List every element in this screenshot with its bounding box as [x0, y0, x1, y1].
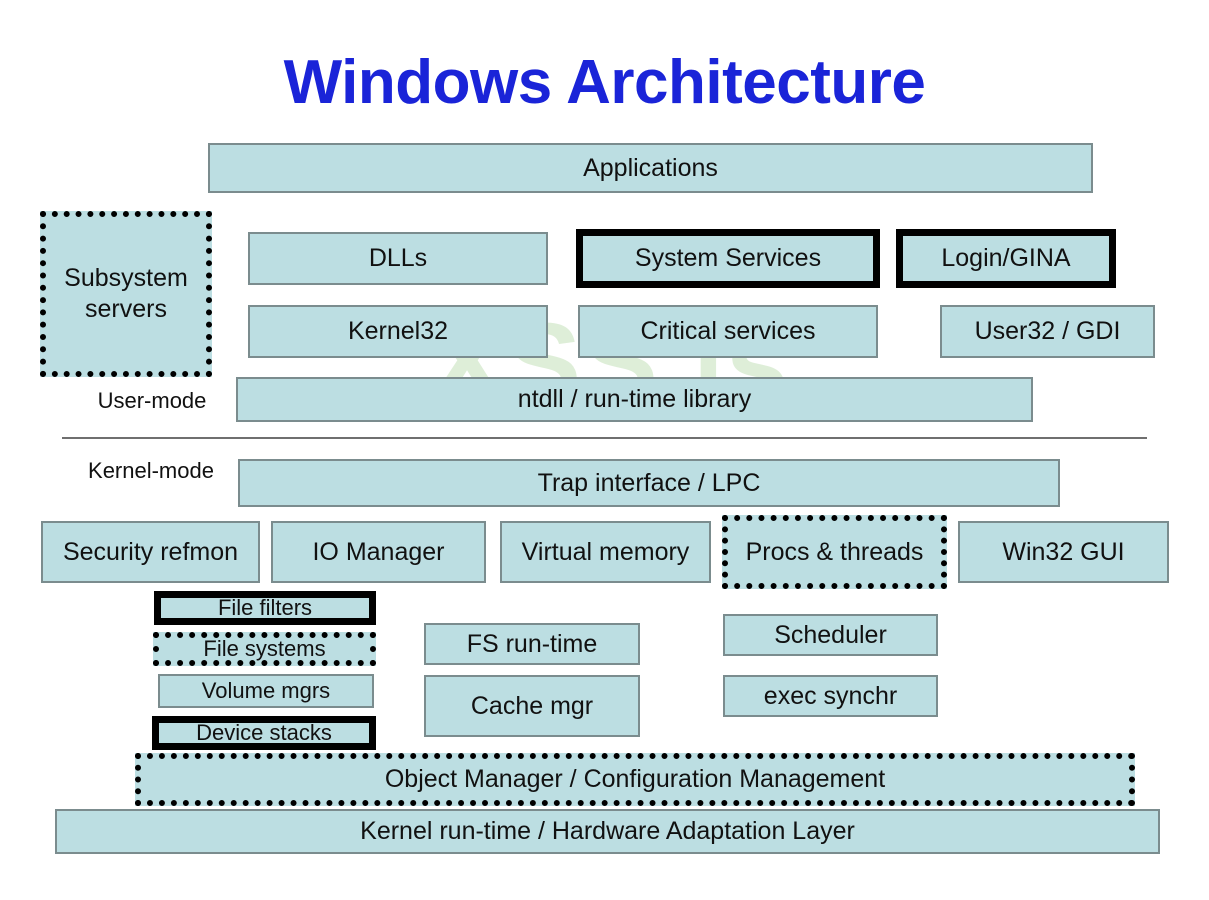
box-applications: Applications — [208, 143, 1093, 193]
box-virtual-memory: Virtual memory — [500, 521, 711, 583]
box-critical-services: Critical services — [578, 305, 878, 358]
box-trap-interface: Trap interface / LPC — [238, 459, 1060, 507]
box-ntdll: ntdll / run-time library — [236, 377, 1033, 422]
box-login-gina: Login/GINA — [896, 229, 1116, 288]
box-scheduler: Scheduler — [723, 614, 938, 656]
box-exec-synchr: exec synchr — [723, 675, 938, 717]
box-volume-mgrs: Volume mgrs — [158, 674, 374, 708]
box-io-manager: IO Manager — [271, 521, 486, 583]
box-dlls: DLLs — [248, 232, 548, 285]
box-kernel-runtime-hal: Kernel run-time / Hardware Adaptation La… — [55, 809, 1160, 854]
box-system-services: System Services — [576, 229, 880, 288]
box-cache-mgr: Cache mgr — [424, 675, 640, 737]
box-file-systems: File systems — [153, 632, 376, 666]
page-title: Windows Architecture — [283, 48, 926, 117]
box-kernel32: Kernel32 — [248, 305, 548, 358]
box-object-manager: Object Manager / Configuration Managemen… — [135, 753, 1135, 806]
kernel-mode-label: Kernel-mode — [88, 458, 214, 483]
box-device-stacks: Device stacks — [152, 716, 376, 750]
box-user32-gdi: User32 / GDI — [940, 305, 1155, 358]
box-procs-threads: Procs & threads — [722, 515, 947, 589]
box-subsystem-servers: Subsystem servers — [40, 211, 212, 377]
box-security-refmon: Security refmon — [41, 521, 260, 583]
box-win32-gui: Win32 GUI — [958, 521, 1169, 583]
user-kernel-divider — [62, 437, 1147, 439]
user-mode-label: User-mode — [97, 388, 207, 413]
box-fs-runtime: FS run-time — [424, 623, 640, 665]
box-file-filters: File filters — [154, 591, 376, 625]
